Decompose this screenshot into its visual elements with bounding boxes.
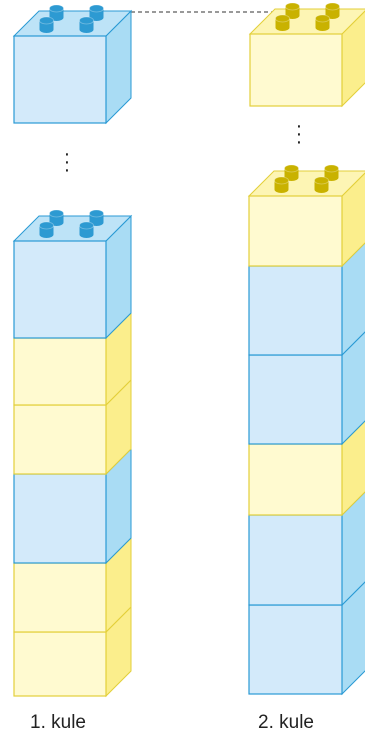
tower2-cube-3-front bbox=[248, 443, 343, 516]
tower2-top-block-stud-1-top bbox=[285, 2, 300, 11]
tower1-cube-6-front bbox=[13, 240, 107, 339]
tower1-cube-6-stud-4-top bbox=[79, 221, 94, 230]
tower1-top-block-stud-2-top bbox=[89, 4, 104, 13]
tower1-top-block-front bbox=[13, 35, 107, 124]
tower1-cube-1-front bbox=[13, 631, 107, 697]
tower1-top-block-stud-3-top bbox=[39, 16, 54, 25]
tower2-cube-6-stud-1-top bbox=[284, 164, 299, 173]
tower1-top-block-stud-4-top bbox=[79, 16, 94, 25]
tower2-label: 2. kule bbox=[258, 712, 314, 733]
tower2-cube-2-front bbox=[248, 514, 343, 606]
tower1-label: 1. kule bbox=[30, 712, 86, 733]
tower2-cube-1-front bbox=[248, 604, 343, 695]
tower2-top-block-stud-2-top bbox=[325, 2, 340, 11]
ellipsis-tower1: ··· bbox=[63, 143, 71, 181]
tower1-top-block-stud-1-top bbox=[49, 4, 64, 13]
tower1-cube-4-front bbox=[13, 404, 107, 475]
tower1-cube-6-stud-1-top bbox=[49, 209, 64, 218]
tower1-cube-5-front bbox=[13, 337, 107, 406]
tower1-cube-6-stud-2-top bbox=[89, 209, 104, 218]
tower1-cube-3-front bbox=[13, 473, 107, 564]
tower2-top-block-front bbox=[249, 33, 343, 107]
tower1-cube-2-front bbox=[13, 562, 107, 633]
tower2-cube-6-front bbox=[248, 195, 343, 267]
tower2-top-block-stud-4-top bbox=[315, 14, 330, 23]
tower2-cube-5-front bbox=[248, 265, 343, 356]
tower2-cube-6-stud-2-top bbox=[324, 164, 339, 173]
tower2-cube-6-stud-3-top bbox=[274, 176, 289, 185]
tower2-cube-6-stud-4-top bbox=[314, 176, 329, 185]
tower2-cube-4-front bbox=[248, 354, 343, 445]
tower2-top-block-stud-3-top bbox=[275, 14, 290, 23]
ellipsis-tower2: ··· bbox=[295, 115, 303, 153]
tower1-cube-6-stud-3-top bbox=[39, 221, 54, 230]
